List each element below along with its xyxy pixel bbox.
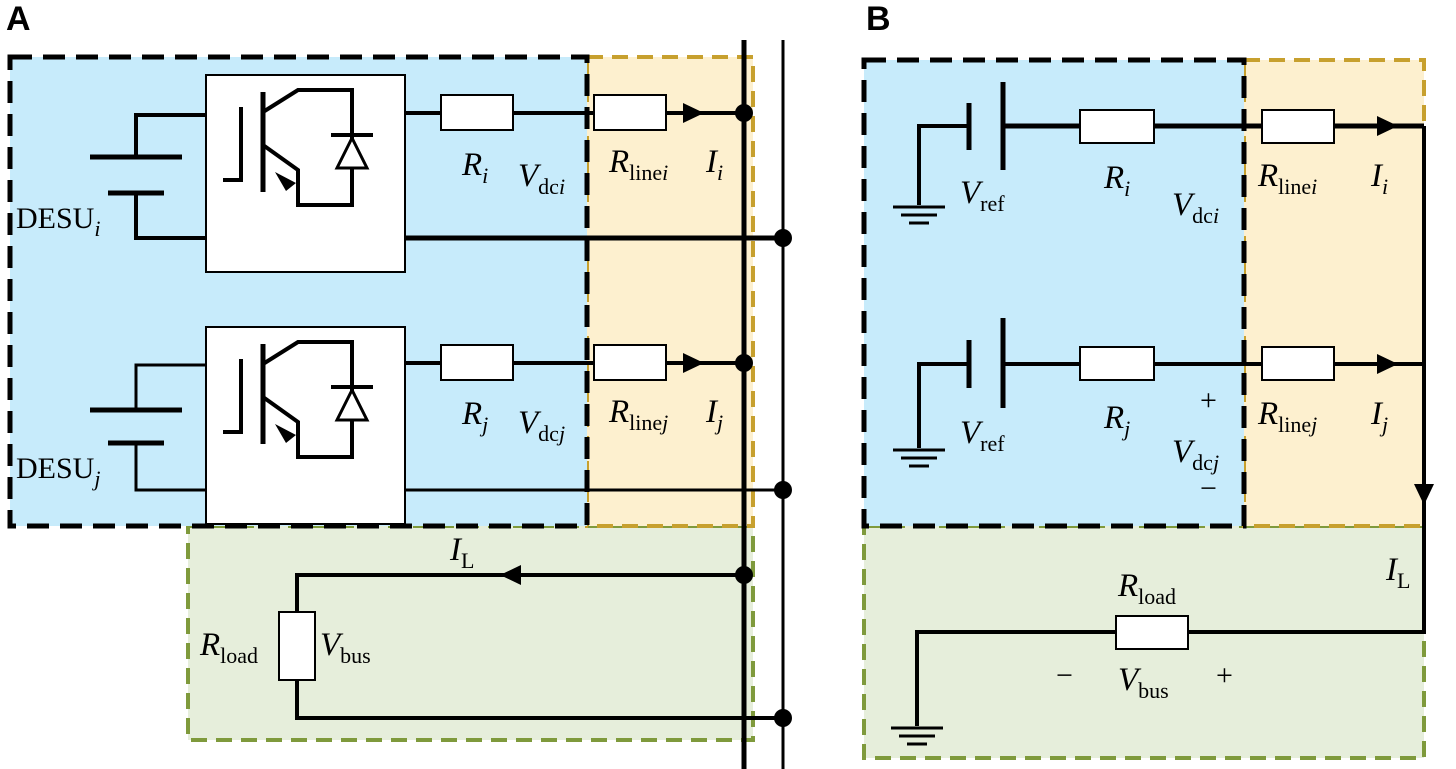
- current-arrow-load-b: [1414, 484, 1434, 505]
- igbt-switch-j: [223, 340, 373, 459]
- panel-b: B Vref Ri Vdci Rlinei Ii Vref Rj + Vdcj …: [861, 0, 1434, 760]
- voltage-source-j: [893, 318, 1006, 468]
- label-r-load-a: Rload: [199, 627, 258, 668]
- label-r-line-i-a: Rlinei: [608, 144, 668, 185]
- line-region-a: [585, 55, 755, 528]
- battery-desu-j: [90, 363, 206, 492]
- label-v-bus-a: Vbus: [320, 627, 371, 668]
- resistor-r-line-i-b: [1261, 109, 1335, 144]
- panel-letter-b: B: [866, 0, 891, 38]
- label-v-ref-j: Vref: [960, 415, 1005, 456]
- resistor-r-load-a: [278, 611, 316, 681]
- label-r-load-b: Rload: [1117, 568, 1176, 609]
- label-v-bus-b: Vbus: [1118, 662, 1169, 703]
- label-v-dc-i-b: Vdci: [1172, 187, 1219, 228]
- label-r-line-j-a: Rlinej: [608, 394, 668, 435]
- panel-a: A DESUi DESUj Ri Vdci Rlinei Ii Rj Vdcj …: [6, 0, 792, 769]
- label-r-line-j-b: Rlinej: [1257, 396, 1317, 437]
- resistor-r-load-b: [1115, 615, 1189, 650]
- wires-b: [891, 123, 1426, 746]
- resistor-r-i-b: [1079, 109, 1155, 144]
- label-plus-v-bus: +: [1216, 659, 1233, 692]
- label-v-dc-j-a: Vdcj: [518, 405, 565, 446]
- label-i-load-a: IL: [449, 532, 474, 573]
- converter-box-i: [205, 74, 406, 273]
- label-r-i-a: Ri: [461, 147, 488, 188]
- label-plus-v-dc-j: +: [1200, 384, 1217, 417]
- label-desu-i: DESUi: [16, 202, 100, 241]
- label-r-j-a: Rj: [461, 396, 488, 437]
- label-i-j-b: Ij: [1370, 396, 1388, 437]
- converter-region-b: [861, 57, 1247, 529]
- label-i-load-b: IL: [1385, 552, 1410, 593]
- current-arrow-i-b: [1377, 116, 1398, 136]
- resistor-r-line-i-a: [593, 94, 667, 131]
- current-arrow-i-a: [683, 103, 704, 123]
- resistor-r-line-j-a: [593, 344, 667, 381]
- resistor-r-i-a: [440, 94, 514, 131]
- resistor-r-j-b: [1079, 346, 1155, 381]
- label-r-line-i-b: Rlinei: [1257, 158, 1317, 199]
- label-i-j-a: Ij: [705, 394, 723, 435]
- converter-box-j: [205, 326, 406, 525]
- panel-letter-a: A: [6, 0, 31, 38]
- current-arrow-j-a: [683, 353, 704, 373]
- igbt-switch-i: [223, 88, 373, 207]
- label-v-ref-i: Vref: [960, 175, 1005, 216]
- current-arrow-load-a: [500, 565, 521, 585]
- current-arrow-j-b: [1377, 354, 1398, 374]
- resistor-r-line-j-b: [1261, 346, 1335, 381]
- junction-dots-a: [735, 104, 792, 727]
- label-v-dc-j-b: Vdcj: [1172, 434, 1219, 475]
- label-desu-j: DESUj: [16, 452, 100, 491]
- label-v-dc-i-a: Vdci: [518, 158, 565, 199]
- label-r-i-b: Ri: [1103, 160, 1130, 201]
- label-i-i-a: Ii: [705, 144, 723, 185]
- label-i-i-b: Ii: [1370, 158, 1388, 199]
- resistor-r-j-a: [440, 344, 514, 381]
- label-r-j-b: Rj: [1103, 400, 1130, 441]
- label-minus-v-dc-j: −: [1200, 472, 1217, 505]
- label-minus-v-bus: −: [1056, 659, 1073, 692]
- battery-desu-i: [90, 113, 206, 240]
